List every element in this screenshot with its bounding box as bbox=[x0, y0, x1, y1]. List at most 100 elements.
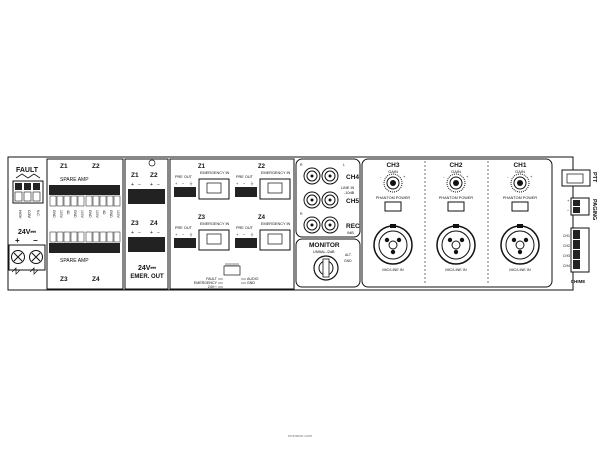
svg-text:R: R bbox=[300, 212, 303, 216]
svg-text:−: − bbox=[138, 230, 141, 236]
monitor-sub: UNBAL./2dB bbox=[313, 250, 335, 254]
pre-out-label: PRE OUT bbox=[175, 226, 193, 230]
phantom-label: PHANTOM POWER bbox=[376, 196, 411, 200]
gain-knob-ch1[interactable] bbox=[510, 173, 530, 193]
mic-line-in-label: MIC/LINE IN bbox=[509, 268, 531, 272]
svg-text:CH4: CH4 bbox=[563, 264, 570, 268]
svg-text:AUDIO: AUDIO bbox=[247, 277, 259, 281]
svg-text:−: − bbox=[182, 181, 185, 186]
fault-pin-high: HIGH bbox=[18, 210, 22, 219]
svg-text:+: + bbox=[530, 174, 533, 179]
spare-zone-z3: Z3 bbox=[60, 276, 68, 283]
svg-text:CH2: CH2 bbox=[563, 244, 570, 248]
ptt-label: PTT bbox=[591, 172, 597, 183]
svg-text:+: + bbox=[131, 182, 134, 188]
zone-io-z1: Z1 bbox=[198, 164, 206, 170]
ch1-label: CH1 bbox=[513, 162, 526, 169]
emergency-in-label: EMERGENCY IN bbox=[200, 171, 230, 175]
power-label: 24V⎓ bbox=[18, 229, 36, 236]
line-in-level: -10dB bbox=[344, 191, 355, 195]
svg-text:−: − bbox=[138, 182, 141, 188]
emer-zone-z4: Z4 bbox=[150, 220, 158, 227]
rj45-emergency-z1[interactable] bbox=[198, 178, 230, 200]
rj45-emergency-z2[interactable] bbox=[259, 178, 291, 200]
monitor-alt-gnd: GND bbox=[344, 259, 352, 263]
emergency-in-label: EMERGENCY IN bbox=[200, 222, 230, 226]
xlr-combo-ch2[interactable] bbox=[436, 224, 476, 265]
spare-zone-z2: Z2 bbox=[92, 163, 100, 170]
chime-terminal[interactable] bbox=[570, 227, 590, 273]
rec-level: 0dB bbox=[347, 231, 354, 235]
svg-text:GAIN: GAIN bbox=[388, 169, 398, 174]
emer-terminal-bottom[interactable] bbox=[128, 237, 165, 252]
mic-channel-ch3: CH3 GAIN -+ PHANTOM POWER MIC/LINE IN bbox=[373, 162, 413, 272]
spare-pin: GND bbox=[73, 210, 77, 218]
svg-text:−: − bbox=[157, 230, 160, 236]
svg-text:24V⎓: 24V⎓ bbox=[208, 285, 217, 289]
svg-text:−: − bbox=[243, 232, 246, 237]
emer-zone-z1: Z1 bbox=[131, 172, 139, 179]
spare-terminal-row-bottom[interactable] bbox=[49, 231, 121, 253]
svg-text:+: + bbox=[236, 181, 239, 186]
svg-text:L: L bbox=[343, 163, 345, 167]
phantom-switch-ch1[interactable] bbox=[511, 201, 529, 212]
monitor-box bbox=[295, 238, 361, 288]
svg-text:+: + bbox=[236, 232, 239, 237]
ch4-label: CH4 bbox=[346, 174, 359, 181]
gain-knob-ch2[interactable] bbox=[446, 173, 466, 193]
fault-pin-nc: N.C. bbox=[36, 210, 40, 217]
line-in-label: LINE IN bbox=[341, 186, 355, 190]
power-plus: + bbox=[15, 236, 20, 245]
ch2-label: CH2 bbox=[449, 162, 462, 169]
phantom-label: PHANTOM POWER bbox=[503, 196, 538, 200]
mic-channel-ch2: CH2 GAIN -+ PHANTOM POWER MIC/LINE IN bbox=[436, 162, 476, 272]
spare-amp-label-bottom: SPARE AMP bbox=[60, 258, 89, 264]
svg-text:+: + bbox=[150, 230, 153, 236]
svg-text:⏚: ⏚ bbox=[189, 231, 193, 237]
gain-knob-ch3[interactable] bbox=[383, 173, 403, 193]
rj45-emergency-z3[interactable] bbox=[198, 229, 230, 251]
svg-text:⏚: ⏚ bbox=[189, 180, 193, 186]
svg-text:+: + bbox=[175, 232, 178, 237]
svg-text:GND: GND bbox=[247, 281, 255, 285]
svg-text:⏚: ⏚ bbox=[250, 231, 254, 237]
phantom-switch-ch3[interactable] bbox=[384, 201, 402, 212]
xlr-combo-ch3[interactable] bbox=[373, 224, 413, 265]
ch3-label: CH3 bbox=[386, 162, 399, 169]
pre-out-label: PRE OUT bbox=[175, 175, 193, 179]
xlr-combo-ch1[interactable] bbox=[500, 224, 540, 265]
pre-out-terminal-z4[interactable] bbox=[235, 238, 257, 248]
phantom-switch-ch2[interactable] bbox=[447, 201, 465, 212]
svg-text:-: - bbox=[443, 174, 445, 179]
rca-ch5[interactable] bbox=[303, 191, 339, 209]
svg-text:−: − bbox=[182, 232, 185, 237]
svg-text:FAULT: FAULT bbox=[206, 277, 218, 281]
line-in-section: R L CH4 LINE IN -10dB CH5 R REC 0dB MONI… bbox=[295, 158, 361, 288]
fault-title: FAULT bbox=[16, 167, 39, 174]
panel-outline bbox=[7, 156, 574, 291]
zone-io-section: Z1 PRE OUT EMERGENCY IN +−⏚ Z2 PRE OUT E… bbox=[169, 158, 295, 290]
rj45-emergency-z4[interactable] bbox=[259, 229, 291, 251]
rca-rec[interactable] bbox=[303, 216, 339, 234]
mic-line-in-label: MIC/LINE IN bbox=[445, 268, 467, 272]
emer-terminal-top[interactable] bbox=[128, 189, 165, 204]
spare-terminal-row-top[interactable] bbox=[49, 185, 121, 207]
fault-contact-icon bbox=[15, 173, 41, 179]
monitor-jack[interactable] bbox=[313, 255, 339, 281]
spare-amp-section: Z1 Z2 SPARE AMP GND 100V 4Ω GND 100V GND… bbox=[46, 158, 124, 290]
pre-out-terminal-z1[interactable] bbox=[174, 187, 196, 197]
ptt-rj45[interactable] bbox=[561, 169, 591, 187]
svg-text:R: R bbox=[300, 163, 303, 167]
mic-section: CH3 GAIN -+ PHANTOM POWER MIC/LINE IN CH… bbox=[361, 158, 553, 288]
pre-out-label: PRE OUT bbox=[236, 175, 254, 179]
svg-text:+: + bbox=[567, 198, 570, 203]
pre-out-terminal-z3[interactable] bbox=[174, 238, 196, 248]
zone-io-z2: Z2 bbox=[258, 164, 266, 170]
pre-out-terminal-z2[interactable] bbox=[235, 187, 257, 197]
svg-text:-: - bbox=[380, 174, 382, 179]
rca-ch4[interactable] bbox=[303, 167, 339, 185]
spare-pin: GND bbox=[88, 210, 92, 218]
svg-text:⏚: ⏚ bbox=[250, 180, 254, 186]
power-minus: − bbox=[33, 236, 38, 245]
screw-icon bbox=[11, 267, 39, 275]
